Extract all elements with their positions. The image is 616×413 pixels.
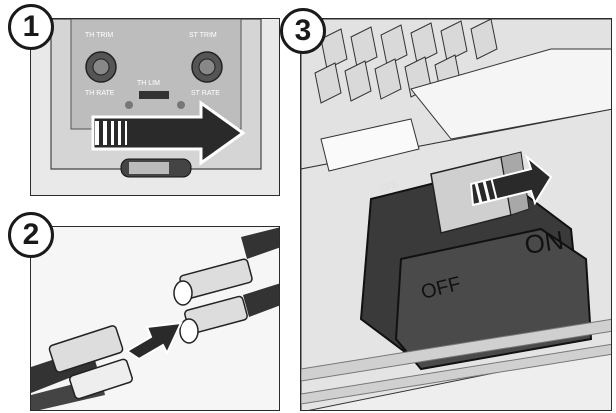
th-rate-label: TH RATE — [85, 90, 115, 97]
receiver-illustration: ON OFF OFF — [301, 19, 611, 410]
st-trim-label: ST TRIM — [189, 32, 217, 39]
transmitter-illustration: TH TRIM ST TRIM TH RATE ST RATE TH LIM — [31, 19, 279, 195]
connector-plug-icon — [173, 258, 253, 344]
step-1-badge: 1 — [8, 4, 54, 50]
st-rate-label: ST RATE — [191, 90, 220, 97]
th-lim-switch — [139, 91, 169, 99]
panel-step-3: ON OFF OFF — [300, 18, 612, 411]
th-lim-label: TH LIM — [137, 80, 160, 87]
right-arrow-icon — [469, 153, 553, 207]
panel-step-1: TH TRIM ST TRIM TH RATE ST RATE TH LIM — [30, 18, 280, 196]
switch-on-label: ON — [523, 225, 566, 260]
step-2-badge: 2 — [8, 212, 54, 258]
th-trim-label: TH TRIM — [85, 32, 113, 39]
panel-step-2 — [30, 226, 280, 411]
connector-illustration — [31, 227, 279, 410]
right-arrow-icon — [125, 321, 183, 361]
step-3-badge: 3 — [280, 8, 326, 54]
right-arrow-icon — [91, 100, 246, 166]
power-switch-icon: ON OFF OFF — [359, 151, 593, 371]
switch-off-small-label: OFF — [379, 179, 399, 193]
